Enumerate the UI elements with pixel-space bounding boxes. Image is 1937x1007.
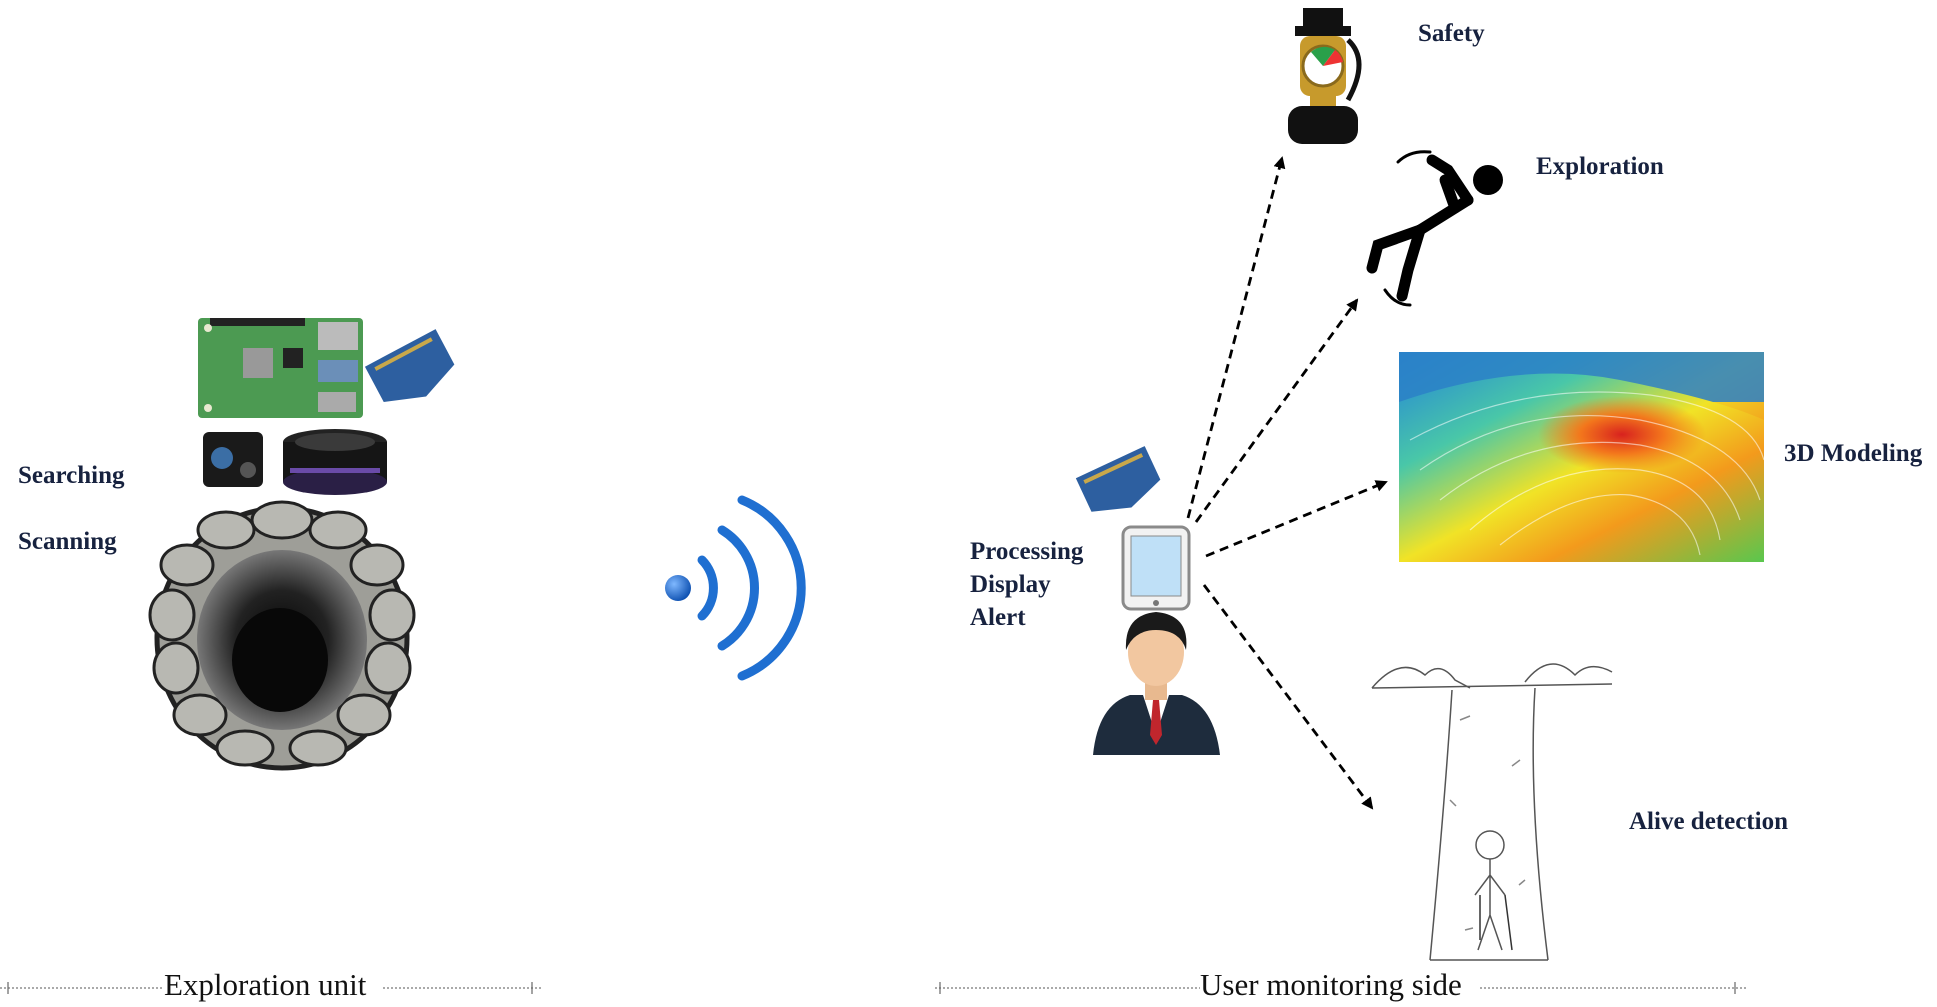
display-label: Display [970,571,1051,598]
tof-sensor-icon [203,432,263,487]
connection-arrows [1186,156,1388,810]
gas-detector-icon [1288,8,1362,144]
scanning-label: Scanning [18,528,117,555]
alert-label: Alert [970,604,1026,631]
alive-detection-label: Alive detection [1629,808,1788,835]
falling-person-icon [1366,150,1503,307]
borehole-well-icon [148,500,416,771]
safety-label: Safety [1418,20,1485,47]
terrain-3d-map [1399,352,1765,562]
arrow-to-exploration [1194,298,1359,523]
user-monitoring-side-footer: User monitoring side [1200,967,1462,1002]
wireless-signal-icon [665,495,806,681]
raspberry-pi-icon [198,318,363,418]
person-in-borehole-sketch [1371,663,1613,961]
searching-label: Searching [18,462,125,489]
xbee-module-icon [1075,446,1161,512]
arrow-to-alive-detection [1202,584,1374,810]
arrow-to-3d-modeling [1205,480,1388,558]
exploration-label: Exploration [1536,153,1664,180]
3d-modeling-label: 3D Modeling [1784,440,1923,467]
arrow-to-safety [1186,156,1286,519]
processing-label: Processing [970,538,1084,565]
lidar-sensor-icon [283,429,387,495]
exploration-unit-footer: Exploration unit [164,967,367,1002]
operator-icon [1093,612,1220,755]
tablet-icon [1121,525,1191,611]
xbee-module-icon [364,329,455,403]
